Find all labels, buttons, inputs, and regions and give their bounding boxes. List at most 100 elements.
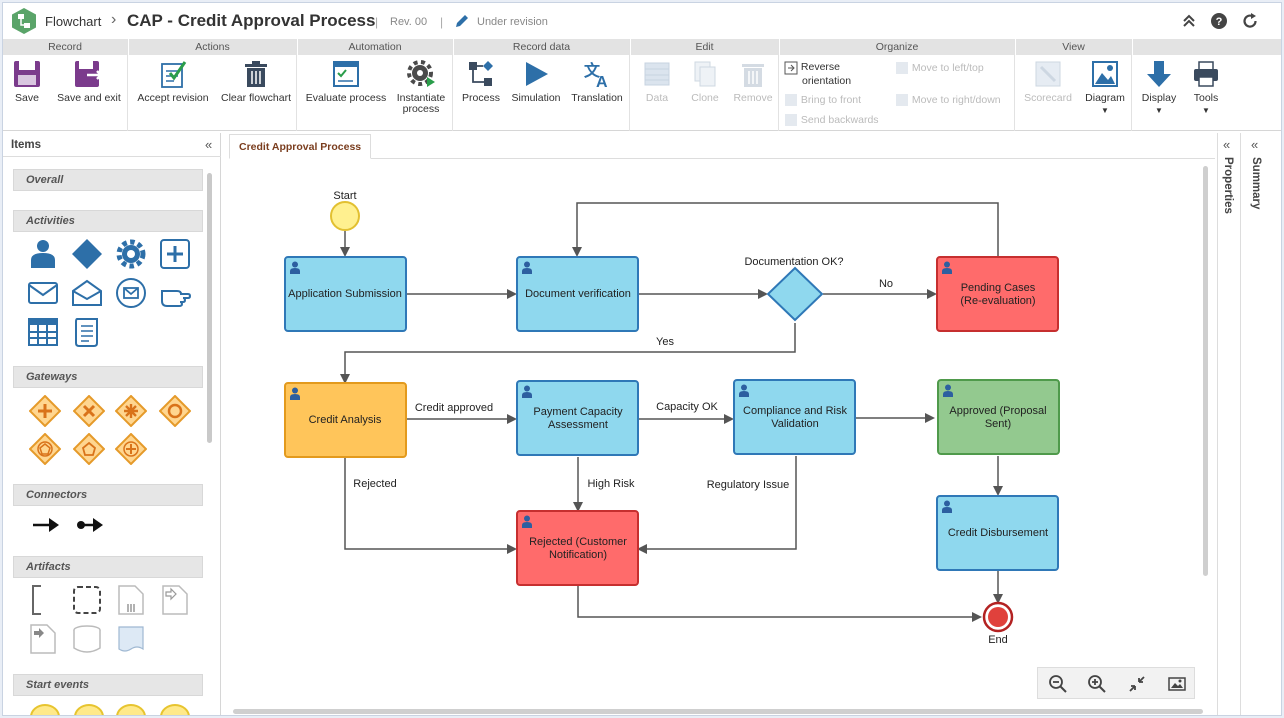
start-event-icon[interactable]	[29, 703, 61, 716]
scorecard-button[interactable]: Scorecard	[1018, 57, 1078, 104]
accept-revision-button[interactable]: Accept revision	[133, 57, 213, 104]
group-dashed-icon[interactable]	[71, 584, 103, 616]
node-application-submission[interactable]: Application Submission	[284, 256, 407, 332]
data-icon	[644, 62, 670, 86]
collapse-up-icon[interactable]	[1180, 12, 1198, 30]
simulation-button[interactable]: Simulation	[508, 57, 564, 104]
translation-button[interactable]: 文 A Translation	[568, 57, 626, 104]
display-dropdown[interactable]: Display ▼	[1135, 57, 1183, 116]
fit-to-screen-icon[interactable]	[1127, 674, 1147, 694]
data-store-icon[interactable]	[71, 623, 103, 655]
process-button[interactable]: Process	[458, 57, 504, 104]
node-compliance-risk[interactable]: Compliance and Risk Validation	[733, 379, 856, 455]
double-chevron-left-icon[interactable]: «	[1251, 137, 1259, 152]
gateway-event-icon[interactable]	[29, 433, 61, 465]
double-chevron-left-icon[interactable]: «	[1223, 137, 1231, 152]
start-event[interactable]: Start	[330, 190, 360, 231]
section-start-events[interactable]: Start events	[13, 674, 203, 696]
revision-label: Rev. 00	[390, 16, 428, 28]
table-task-icon[interactable]	[27, 316, 59, 348]
save-and-exit-button[interactable]: Save and exit	[53, 57, 125, 104]
node-document-verification[interactable]: Document verification	[516, 256, 639, 332]
start-event-icon[interactable]	[159, 703, 191, 716]
default-flow-arrow-icon[interactable]	[75, 509, 107, 541]
zoom-out-icon[interactable]	[1048, 674, 1068, 694]
script-scroll-icon[interactable]	[71, 316, 103, 348]
node-rejected[interactable]: Rejected (Customer Notification)	[516, 510, 639, 586]
subprocess-plus-icon[interactable]	[159, 238, 191, 270]
annotation-bracket-icon[interactable]	[27, 584, 59, 616]
tab-credit-approval-process[interactable]: Credit Approval Process	[229, 134, 372, 159]
end-event[interactable]: End	[982, 601, 1014, 646]
diagram-dropdown[interactable]: Diagram ▼	[1080, 57, 1130, 116]
send-backwards-button[interactable]: Send backwards	[784, 113, 879, 127]
diamond-task-icon[interactable]	[71, 238, 103, 270]
section-connectors[interactable]: Connectors	[13, 484, 203, 506]
start-event-icon[interactable]	[115, 703, 147, 716]
canvas-vertical-scrollbar[interactable]	[1203, 166, 1208, 576]
user-task-icon[interactable]	[27, 238, 59, 270]
node-label: Application Submission	[288, 288, 402, 300]
gateway-parallel-event-icon[interactable]	[115, 433, 147, 465]
receive-mail-icon[interactable]	[71, 277, 103, 309]
node-payment-capacity[interactable]: Payment Capacity Assessment	[516, 380, 639, 456]
gateway-parallel-icon[interactable]	[29, 395, 61, 427]
clone-button[interactable]: Clone	[683, 57, 727, 104]
gateway-exclusive-icon[interactable]	[73, 395, 105, 427]
reverse-orientation-button[interactable]: Reverse orientation	[784, 61, 851, 87]
summary-panel[interactable]: « Summary	[1243, 133, 1281, 715]
export-image-icon[interactable]	[1167, 674, 1187, 694]
canvas-horizontal-scrollbar[interactable]	[233, 709, 1203, 714]
service-task-gear-icon[interactable]	[115, 238, 147, 270]
edge-rejected-to-end[interactable]	[577, 586, 982, 622]
double-chevron-left-icon[interactable]: «	[205, 137, 213, 152]
node-pending-cases[interactable]: Pending Cases (Re-evaluation)	[936, 256, 1059, 332]
data-input-icon[interactable]	[159, 584, 191, 616]
gateway-event-instantiate-icon[interactable]	[73, 433, 105, 465]
node-approved[interactable]: Approved (Proposal Sent)	[937, 379, 1060, 455]
properties-panel[interactable]: « Properties	[1217, 133, 1241, 715]
evaluate-icon	[333, 61, 359, 87]
move-left-top-button[interactable]: Move to left/top	[895, 61, 984, 75]
save-button[interactable]: Save	[7, 57, 47, 104]
ribbon-group-automation: Automation Evaluate process Instantiate	[298, 39, 453, 131]
move-right-down-button[interactable]: Move to right/down	[895, 93, 1001, 107]
section-overall[interactable]: Overall	[13, 169, 203, 191]
message-circle-icon[interactable]	[115, 277, 147, 309]
gateway-inclusive-icon[interactable]	[159, 395, 191, 427]
clear-flowchart-button[interactable]: Clear flowchart	[217, 57, 295, 104]
data-object-collection-icon[interactable]	[115, 584, 147, 616]
evaluate-process-button[interactable]: Evaluate process	[302, 57, 390, 104]
section-gateways[interactable]: Gateways	[13, 366, 203, 388]
manual-task-hand-icon[interactable]	[159, 277, 191, 309]
instantiate-process-button[interactable]: Instantiate process	[392, 57, 450, 115]
node-credit-disbursement[interactable]: Credit Disbursement	[936, 495, 1059, 571]
chevron-down-icon: ▼	[1101, 106, 1109, 115]
data-output-icon[interactable]	[27, 623, 59, 655]
refresh-icon[interactable]	[1241, 12, 1259, 30]
section-artifacts[interactable]: Artifacts	[13, 556, 203, 578]
data-button[interactable]: Data	[635, 57, 679, 104]
send-mail-icon[interactable]	[27, 277, 59, 309]
gateway-complex-icon[interactable]	[115, 395, 147, 427]
edge-regulatory-issue[interactable]	[637, 456, 797, 554]
section-activities[interactable]: Activities	[13, 210, 203, 232]
gateway-documentation-ok[interactable]: Documentation OK?	[744, 256, 844, 322]
node-credit-analysis[interactable]: Credit Analysis	[284, 382, 407, 458]
flowchart-diagram[interactable]: No Yes Credit approved Capacity OK Rejec…	[229, 160, 1215, 709]
sequence-flow-arrow-icon[interactable]	[31, 509, 63, 541]
document-wave-icon[interactable]	[115, 623, 147, 655]
edge-pending-loop[interactable]	[572, 202, 999, 257]
bring-to-front-button[interactable]: Bring to front	[784, 93, 861, 107]
remove-button[interactable]: Remove	[731, 57, 775, 104]
start-event-icon[interactable]	[73, 703, 105, 716]
tools-dropdown[interactable]: Tools ▼	[1183, 57, 1229, 116]
help-icon[interactable]: ?	[1210, 12, 1228, 30]
diagram-canvas[interactable]: No Yes Credit approved Capacity OK Rejec…	[229, 160, 1215, 715]
edge-rejected-from-credit[interactable]	[344, 457, 517, 554]
edge-decision-yes[interactable]	[340, 323, 796, 384]
breadcrumb[interactable]: Flowchart	[45, 14, 102, 29]
items-scrollbar[interactable]	[207, 173, 212, 443]
zoom-in-icon[interactable]	[1087, 674, 1107, 694]
